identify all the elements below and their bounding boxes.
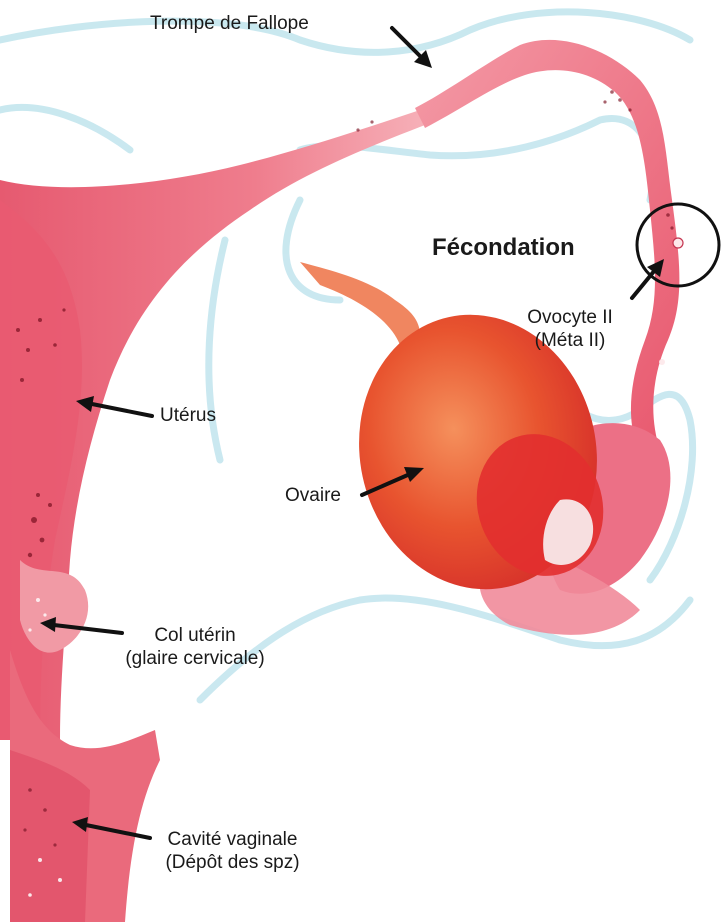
label-cavite-line1: Cavité vaginale	[145, 828, 320, 851]
label-col-uterin: Col utérin (glaire cervicale)	[95, 624, 295, 670]
label-ovaire: Ovaire	[285, 484, 341, 507]
ovocyte-dot	[673, 238, 683, 248]
label-cavite-line2: (Dépôt des spz)	[145, 851, 320, 874]
label-uterus: Utérus	[160, 404, 216, 427]
label-ovocyte: Ovocyte II (Méta II)	[515, 306, 625, 352]
label-trompe-de-fallope: Trompe de Fallope	[150, 12, 309, 35]
label-col-line1: Col utérin	[95, 624, 295, 647]
label-ovocyte-line2: (Méta II)	[515, 329, 625, 352]
label-ovocyte-line1: Ovocyte II	[515, 306, 625, 329]
label-cavite-vaginale: Cavité vaginale (Dépôt des spz)	[145, 828, 320, 874]
label-fecondation: Fécondation	[432, 234, 575, 262]
label-col-line2: (glaire cervicale)	[95, 647, 295, 670]
cervix	[20, 560, 88, 653]
ovarian-ligament	[300, 262, 420, 345]
